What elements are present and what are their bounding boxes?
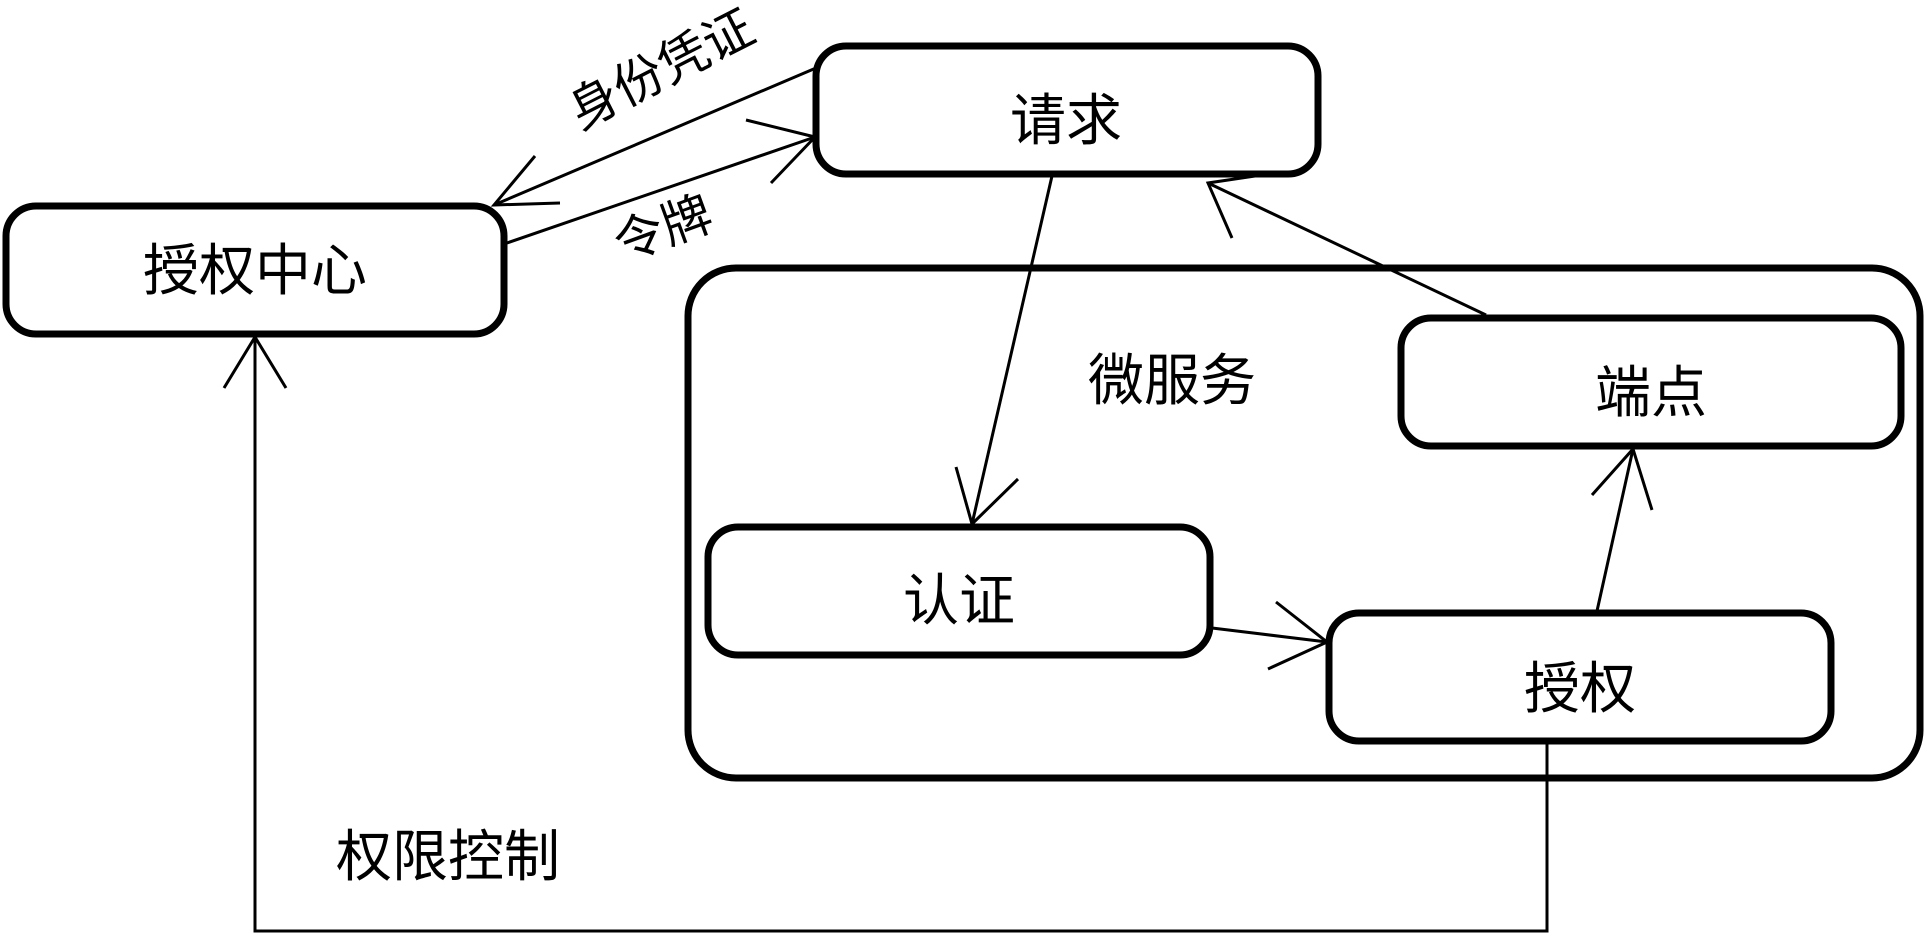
edge-token-label: 令牌 <box>606 185 720 274</box>
edge-credentials-label: 身份凭证 <box>559 0 764 141</box>
arrowhead-icon <box>1590 446 1654 511</box>
arrowhead-icon <box>1267 600 1330 671</box>
node-auth-center-label: 授权中心 <box>143 239 367 304</box>
node-endpoint[interactable]: 端点 <box>1397 314 1905 450</box>
node-authorization-label: 授权 <box>1524 657 1636 722</box>
node-request-label: 请求 <box>1010 89 1122 154</box>
node-request[interactable]: 请求 <box>812 42 1322 178</box>
edge-endpoint-to-request <box>1205 174 1487 317</box>
node-auth-center[interactable]: 授权中心 <box>2 202 508 338</box>
edge-authorization-to-endpoint <box>1590 446 1654 612</box>
edge-permission-control-label: 权限控制 <box>336 825 560 890</box>
edge-authentication-to-authorization <box>1211 600 1330 671</box>
node-authentication[interactable]: 认证 <box>704 523 1214 659</box>
microservice-container <box>684 264 1924 782</box>
microservice-label: 微服务 <box>1088 349 1256 414</box>
edge-permission-control: 权限控制 <box>222 334 1549 933</box>
arrowhead-icon <box>222 334 288 389</box>
edge-credentials: 身份凭证 <box>490 0 817 207</box>
edge-token: 令牌 <box>503 118 818 274</box>
node-authorization[interactable]: 授权 <box>1325 609 1835 745</box>
node-endpoint-label: 端点 <box>1595 361 1707 426</box>
arrowhead-icon <box>745 118 818 185</box>
arrowhead-icon <box>490 155 561 207</box>
arrowhead-icon <box>954 466 1020 527</box>
edge-request-to-authentication <box>954 175 1054 527</box>
node-authentication-label: 认证 <box>903 569 1015 634</box>
arrowhead-icon <box>1205 174 1256 239</box>
